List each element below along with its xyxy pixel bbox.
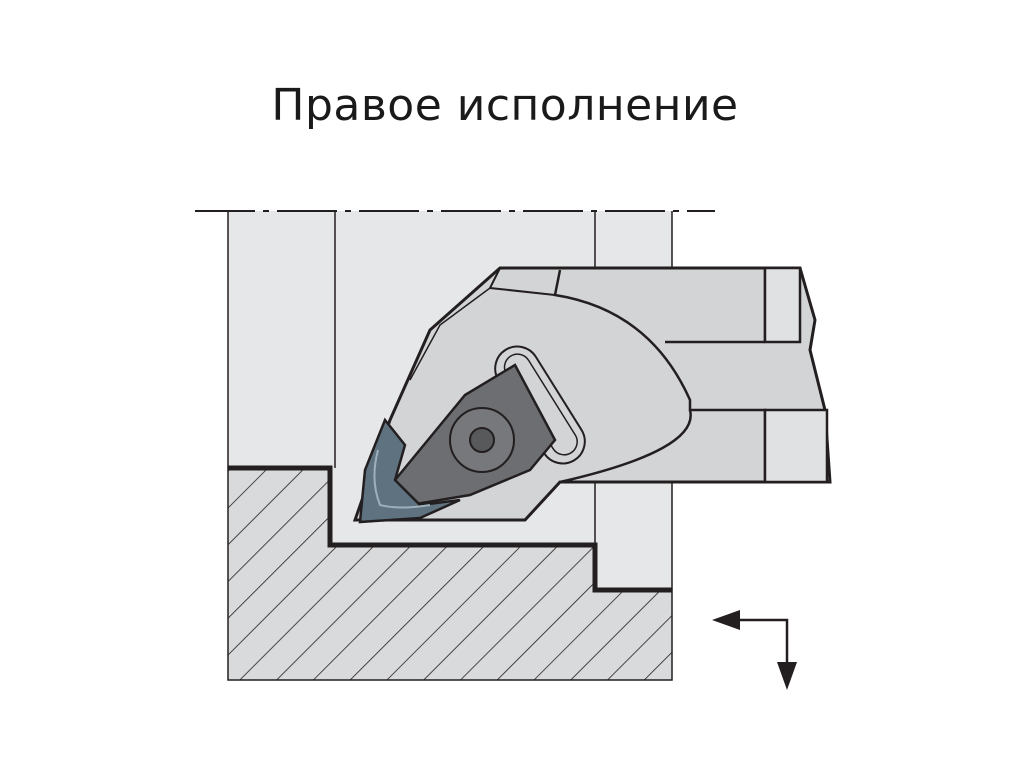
cutting-insert (358, 417, 461, 524)
feed-direction-arrows-icon (712, 610, 797, 690)
workpiece-section (227, 465, 673, 681)
diagram-title: Правое исполнение (271, 80, 739, 131)
clamp (393, 363, 557, 507)
